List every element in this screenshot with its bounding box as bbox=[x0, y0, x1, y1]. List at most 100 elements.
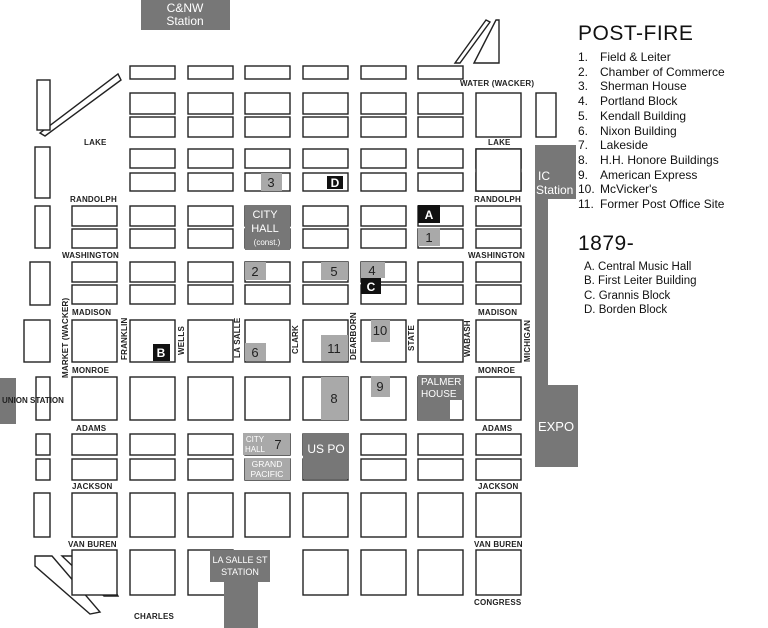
city-block bbox=[417, 261, 464, 283]
post-fire-item: 8.H.H. Honore Buildings bbox=[578, 153, 725, 168]
palmer-house-label-1: PALMER bbox=[421, 377, 461, 388]
city-block bbox=[360, 148, 407, 169]
street-lake-east: LAKE bbox=[488, 138, 511, 147]
riverfront-block bbox=[23, 319, 51, 363]
city-block bbox=[360, 492, 407, 538]
riverfront-block bbox=[33, 492, 51, 538]
post-fire-item-name: American Express bbox=[600, 167, 698, 182]
marker-1-label: 1 bbox=[425, 230, 432, 245]
city-block bbox=[302, 284, 349, 305]
city-block bbox=[417, 492, 464, 538]
post-fire-item-number: 2. bbox=[578, 64, 589, 79]
union-station-label: UNION STATION bbox=[2, 396, 64, 405]
city-block bbox=[187, 376, 234, 421]
later-item: C. Grannis Block bbox=[584, 289, 671, 302]
city-block bbox=[417, 148, 464, 169]
lakefront-block bbox=[475, 148, 522, 192]
marker-10-label: 10 bbox=[373, 323, 387, 338]
city-block bbox=[129, 284, 176, 305]
post-fire-item: 3.Sherman House bbox=[578, 79, 725, 94]
lasalle-station-label-1: LA SALLE ST bbox=[212, 555, 268, 565]
city-block bbox=[302, 492, 349, 538]
street-adams-west: ADAMS bbox=[76, 424, 107, 433]
ic-station-label-2: Station bbox=[536, 183, 573, 197]
post-fire-item-name: Former Post Office Site bbox=[600, 197, 725, 212]
city-block bbox=[360, 92, 407, 115]
city-block bbox=[475, 319, 522, 363]
city-block bbox=[129, 148, 176, 169]
post-fire-item-name: Field & Leiter bbox=[600, 50, 671, 64]
city-block bbox=[71, 228, 118, 249]
riverfront-block bbox=[34, 205, 51, 249]
marker-c-label: C bbox=[367, 280, 376, 294]
marker-c bbox=[361, 278, 381, 294]
later-title: 1879- bbox=[578, 231, 635, 255]
city-block bbox=[244, 116, 291, 138]
post-fire-item: 1.Field & Leiter bbox=[578, 50, 725, 65]
marker-8 bbox=[321, 377, 348, 420]
street-van-buren-west: VAN BUREN bbox=[68, 540, 117, 549]
marker-b bbox=[153, 344, 170, 361]
city-block bbox=[129, 433, 176, 456]
city-block bbox=[360, 116, 407, 138]
marker-b-label: B bbox=[157, 346, 166, 360]
city-block bbox=[129, 261, 176, 283]
street-adams-east: ADAMS bbox=[482, 424, 513, 433]
street-labels: WATER (WACKER) LAKE LAKE RANDOLPH RANDOL… bbox=[61, 79, 534, 621]
post-fire-title: POST-FIRE bbox=[578, 22, 694, 45]
post-fire-item: 10.McVicker's bbox=[578, 182, 725, 197]
post-fire-item: 6.Nixon Building bbox=[578, 124, 725, 139]
city-block bbox=[302, 205, 349, 227]
marker-1 bbox=[418, 228, 440, 246]
post-fire-item-name: Sherman House bbox=[600, 79, 687, 94]
city-block bbox=[187, 433, 234, 456]
marker-5-label: 5 bbox=[330, 264, 337, 279]
post-fire-item-number: 4. bbox=[578, 94, 589, 109]
city-block bbox=[129, 172, 176, 192]
expo-box bbox=[535, 385, 578, 467]
city-block bbox=[187, 92, 234, 115]
city-block bbox=[129, 116, 176, 138]
old-city-hall-label-1: CITY bbox=[246, 435, 265, 444]
city-block bbox=[71, 319, 118, 363]
marker-d-label: D bbox=[331, 176, 340, 190]
post-fire-item-number: 8. bbox=[578, 152, 589, 167]
city-block bbox=[129, 205, 176, 227]
street-van-buren-east: VAN BUREN bbox=[474, 540, 523, 549]
lasalle-station-box bbox=[210, 550, 270, 582]
riverfront-block bbox=[35, 433, 51, 456]
post-fire-item: 4.Portland Block bbox=[578, 94, 725, 109]
marker-d bbox=[327, 176, 343, 189]
city-block bbox=[187, 205, 234, 227]
street-water-wacker: WATER (WACKER) bbox=[460, 79, 534, 88]
old-city-hall-label-2: HALL bbox=[245, 445, 266, 454]
post-fire-item: 2.Chamber of Commerce bbox=[578, 65, 725, 80]
post-fire-item-number: 10. bbox=[578, 182, 595, 197]
street-clark: CLARK bbox=[291, 325, 300, 354]
street-randolph-west: RANDOLPH bbox=[70, 195, 117, 204]
city-block bbox=[187, 116, 234, 138]
city-block bbox=[71, 261, 118, 283]
city-block bbox=[129, 228, 176, 249]
marker-7-label: 7 bbox=[274, 437, 281, 452]
later-item: B. First Leiter Building bbox=[584, 275, 697, 288]
post-fire-item-number: 7. bbox=[578, 138, 589, 153]
stations: C&NW Station IC Station EXPO UNION STATI… bbox=[0, 0, 578, 628]
marker-3-label: 3 bbox=[267, 175, 274, 190]
post-fire-item-name: Kendall Building bbox=[600, 108, 687, 123]
post-fire-item-name: Lakeside bbox=[600, 138, 649, 153]
city-hall-const-label-3: (const.) bbox=[254, 238, 281, 247]
marker-8-label: 8 bbox=[330, 391, 337, 406]
city-block bbox=[302, 92, 349, 115]
riverfront-block bbox=[35, 458, 51, 481]
city-block bbox=[417, 458, 464, 481]
expo-label: EXPO bbox=[538, 419, 574, 434]
post-fire-item-number: 11. bbox=[578, 197, 594, 212]
city-block bbox=[417, 433, 464, 456]
city-block bbox=[244, 376, 291, 421]
street-michigan: MICHIGAN bbox=[523, 320, 532, 362]
city-block bbox=[129, 549, 176, 596]
